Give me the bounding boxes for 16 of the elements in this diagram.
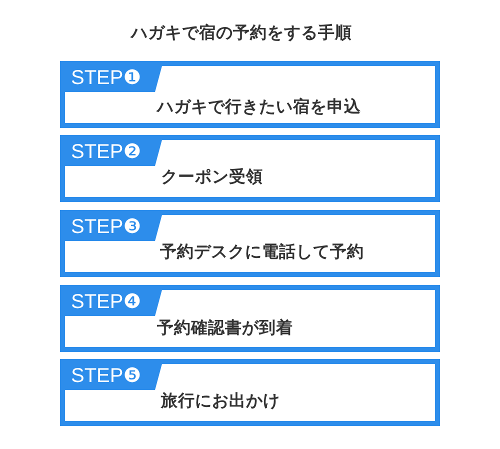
step-tab: STEP❶	[65, 66, 162, 92]
step-tab: STEP❷	[65, 140, 162, 166]
step-box	[60, 210, 440, 277]
step-tab: STEP❺	[65, 364, 162, 390]
step-text: クーポン受領	[161, 167, 263, 187]
step-text: 旅行にお出かけ	[161, 391, 280, 411]
step-box	[60, 285, 440, 352]
diagram-title: ハガキで宿の予約をする手順	[131, 23, 352, 43]
step-text: ハガキで行きたい宿を申込	[157, 97, 361, 117]
step-box	[60, 359, 440, 426]
step-text: 予約デスクに電話して予約	[160, 242, 364, 262]
step-box	[60, 61, 440, 128]
step-box	[60, 135, 440, 202]
step-text: 予約確認書が到着	[157, 318, 293, 338]
step-tab: STEP❸	[65, 215, 162, 241]
step-tab: STEP❹	[65, 290, 162, 316]
